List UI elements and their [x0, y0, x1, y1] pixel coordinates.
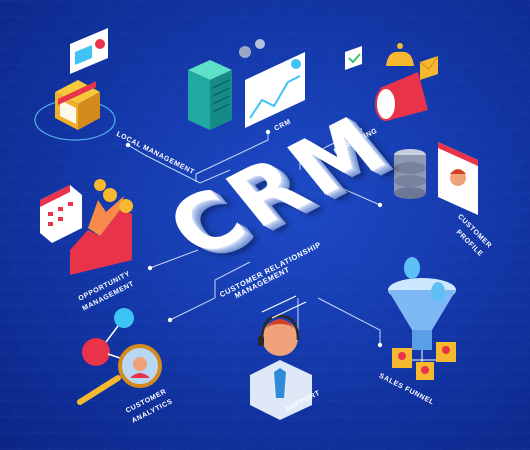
kiosk-icon: [34, 28, 116, 141]
calendar-growth-icon: [40, 179, 133, 275]
server-chart-icon: [188, 39, 305, 130]
database-profile-icon: [394, 142, 478, 215]
support-agent-icon: [250, 314, 312, 420]
center-dashes: [261, 295, 307, 319]
sales-funnel-icon: [388, 257, 456, 380]
megaphone-icon: [345, 43, 439, 121]
magnifier-analytics-icon: [77, 308, 162, 405]
